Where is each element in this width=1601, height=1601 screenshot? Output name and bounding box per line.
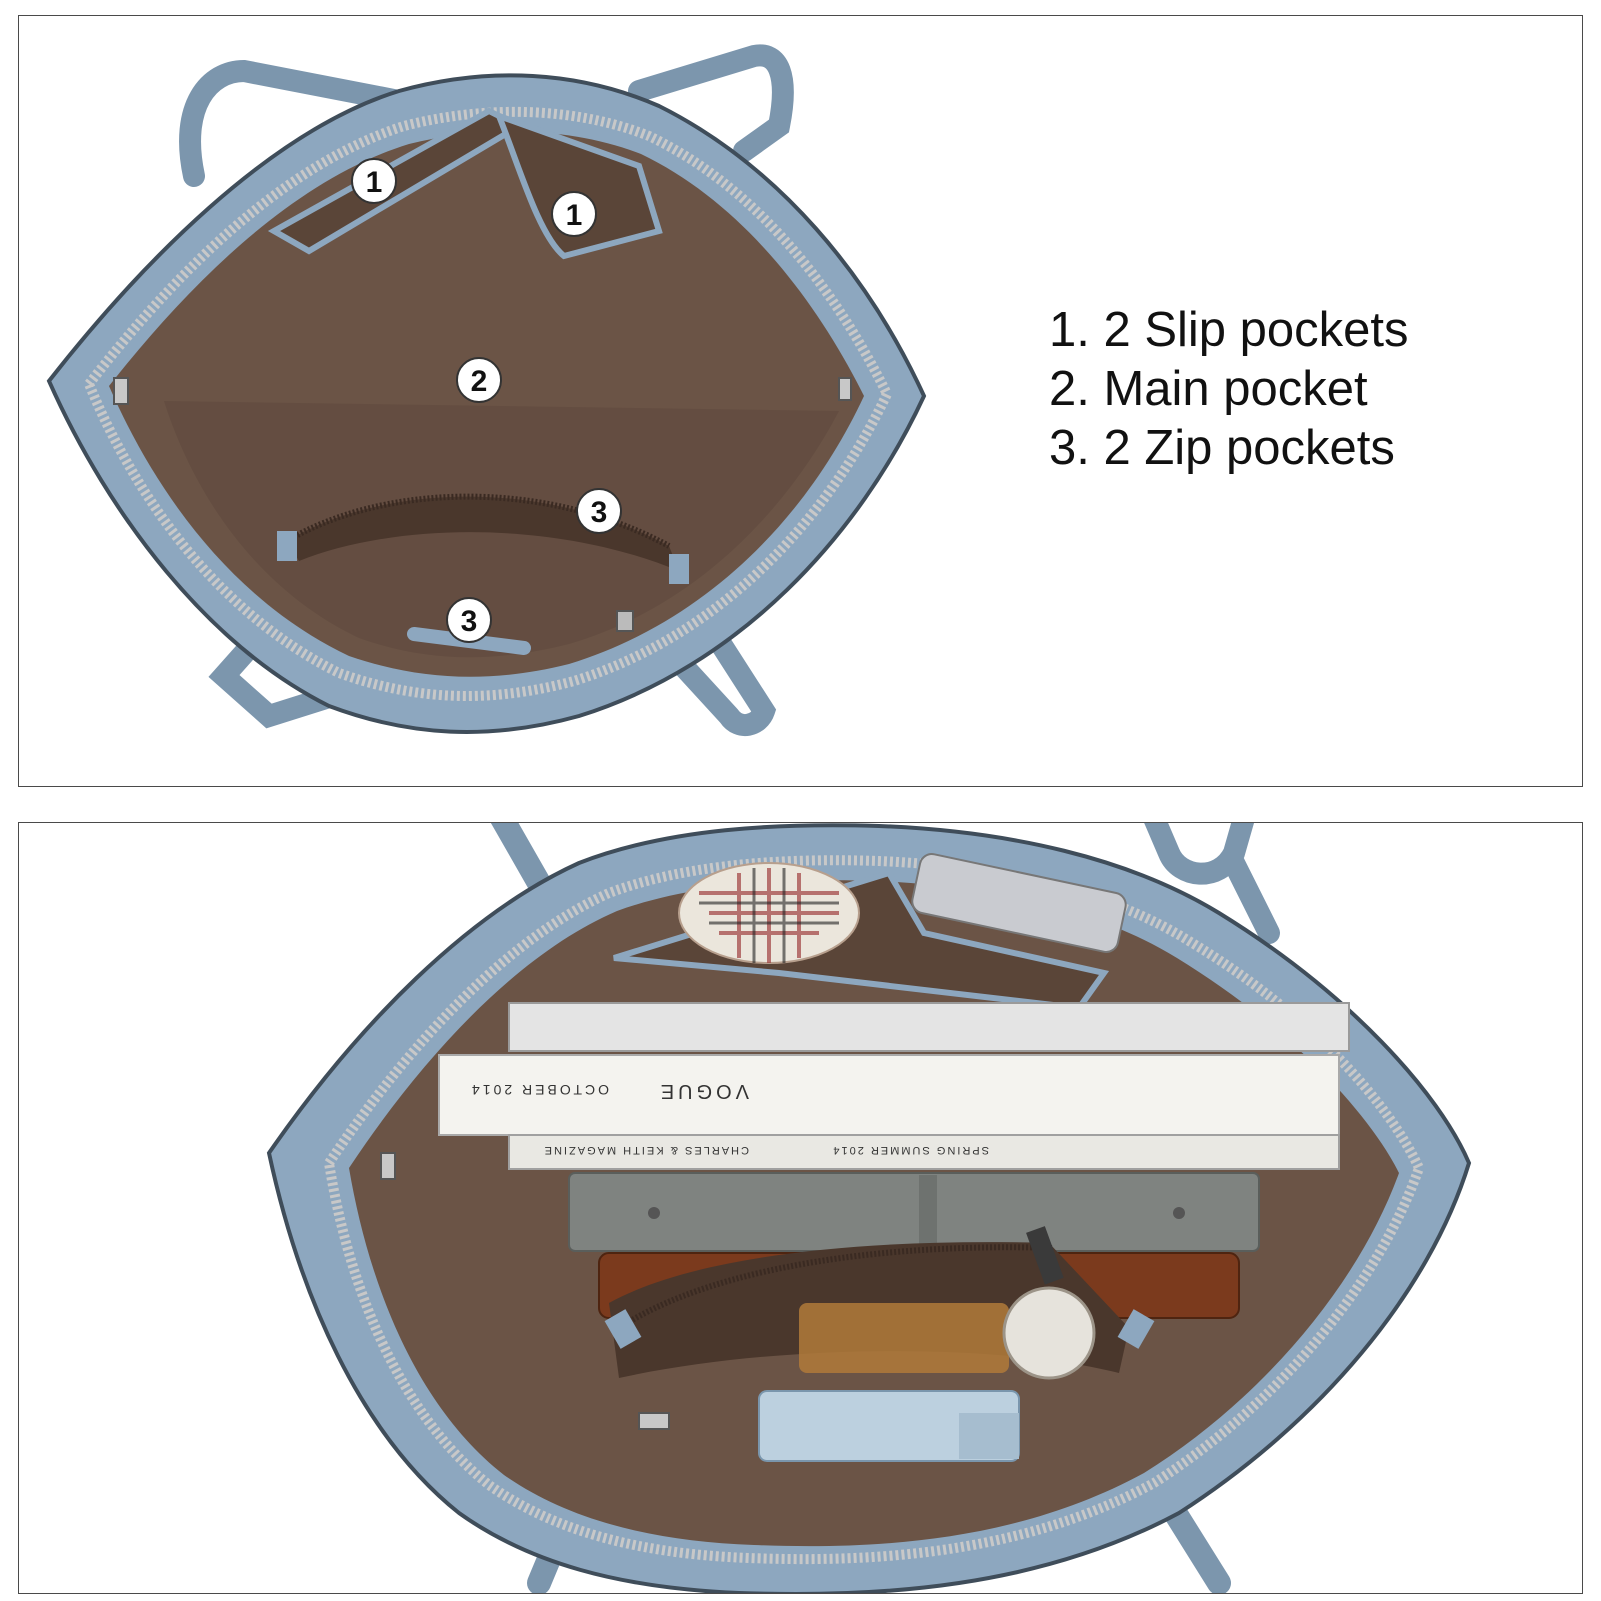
earbud-case-plaid: [699, 868, 839, 963]
earbud-case-plaid-dark: [699, 868, 839, 963]
grey-planner: [568, 1172, 1260, 1252]
callout-label: 1: [566, 199, 583, 232]
strap-bottom-right: [1157, 1491, 1231, 1593]
wallet-flap: [959, 1413, 1019, 1459]
magazine-title: VOGUE: [657, 1080, 749, 1102]
callout-label: 2: [471, 365, 488, 398]
book-print-2: CHARLES & KEITH MAGAZINE: [543, 1144, 749, 1156]
book-spine-print: SPRING SUMMER 2014 CHARLES & KEITH MAGAZ…: [543, 1144, 989, 1156]
magazine-date: OCTOBER 2014: [469, 1082, 609, 1098]
book-print-1: SPRING SUMMER 2014: [831, 1144, 989, 1156]
filled-bag-illustration: VOGUE OCTOBER 2014 SPRING SUMMER 2014 CH…: [266, 823, 1472, 1593]
magazine: [438, 1054, 1340, 1136]
panel-empty-bag: 1 1 2 3 3 1. 2 Slip pockets 2. Main pock…: [18, 15, 1583, 787]
legend-item-zip-pockets: 3. 2 Zip pockets: [1049, 421, 1395, 475]
zip-pull-left: [380, 1152, 396, 1180]
zip-pocket-upper-tab-left: [277, 531, 297, 561]
callout-main-pocket: 2: [456, 357, 502, 403]
slip-pocket-right: [493, 110, 663, 260]
zipper-track: [323, 855, 1425, 1565]
pocket-legend: 1. 2 Slip pockets 2. Main pocket 3. 2 Zi…: [1049, 301, 1409, 478]
perfume-cap: [1002, 1286, 1096, 1380]
zip-pull-upper: [1026, 1226, 1064, 1285]
zip-pull-left: [113, 377, 129, 405]
callout-label: 3: [591, 496, 608, 529]
callout-label: 3: [461, 605, 478, 638]
callout-label: 1: [366, 166, 383, 199]
legend-item-main-pocket: 2. Main pocket: [1049, 362, 1368, 416]
callout-zip-pocket-2: 3: [446, 597, 492, 643]
zip-pocket-upper-zipper: [285, 493, 671, 549]
callout-slip-pocket-1: 1: [351, 158, 397, 204]
legend-item-slip-pockets: 1. 2 Slip pockets: [1049, 303, 1409, 357]
book: [508, 1134, 1340, 1170]
slip-pockets: [613, 869, 1110, 1012]
zip-pull-right: [838, 377, 852, 401]
zip-pocket-upper-zipper: [617, 1244, 1055, 1331]
strap-top-right-lower: [1223, 852, 1280, 944]
planner-strap: [919, 1175, 937, 1255]
laptop: [508, 1002, 1350, 1052]
strap-top-left: [179, 59, 410, 187]
zip-pull-lower: [616, 610, 634, 632]
perfume-bottle: [799, 1303, 1009, 1373]
callout-slip-pocket-2: 1: [551, 191, 597, 237]
magazine-spine-print: VOGUE OCTOBER 2014: [469, 1080, 749, 1102]
strap-bottom-right: [663, 630, 777, 736]
empty-bag-illustration: 1 1 2 3 3: [46, 44, 927, 736]
zip-pocket-tab-right: [1117, 1309, 1155, 1349]
zip-pocket-tab-left: [604, 1309, 642, 1349]
panel-filled-bag: VOGUE OCTOBER 2014 SPRING SUMMER 2014 CH…: [18, 822, 1583, 1594]
phone: [911, 853, 1127, 953]
strap-top-right: [628, 44, 794, 162]
planner-rivet-right: [1173, 1207, 1185, 1219]
planner-rivet-left: [648, 1207, 660, 1219]
zipper-track: [83, 106, 893, 702]
zip-pocket-upper-tab-right: [669, 554, 689, 584]
zip-pull-lower: [638, 1412, 670, 1430]
callout-zip-pocket-1: 3: [576, 488, 622, 534]
